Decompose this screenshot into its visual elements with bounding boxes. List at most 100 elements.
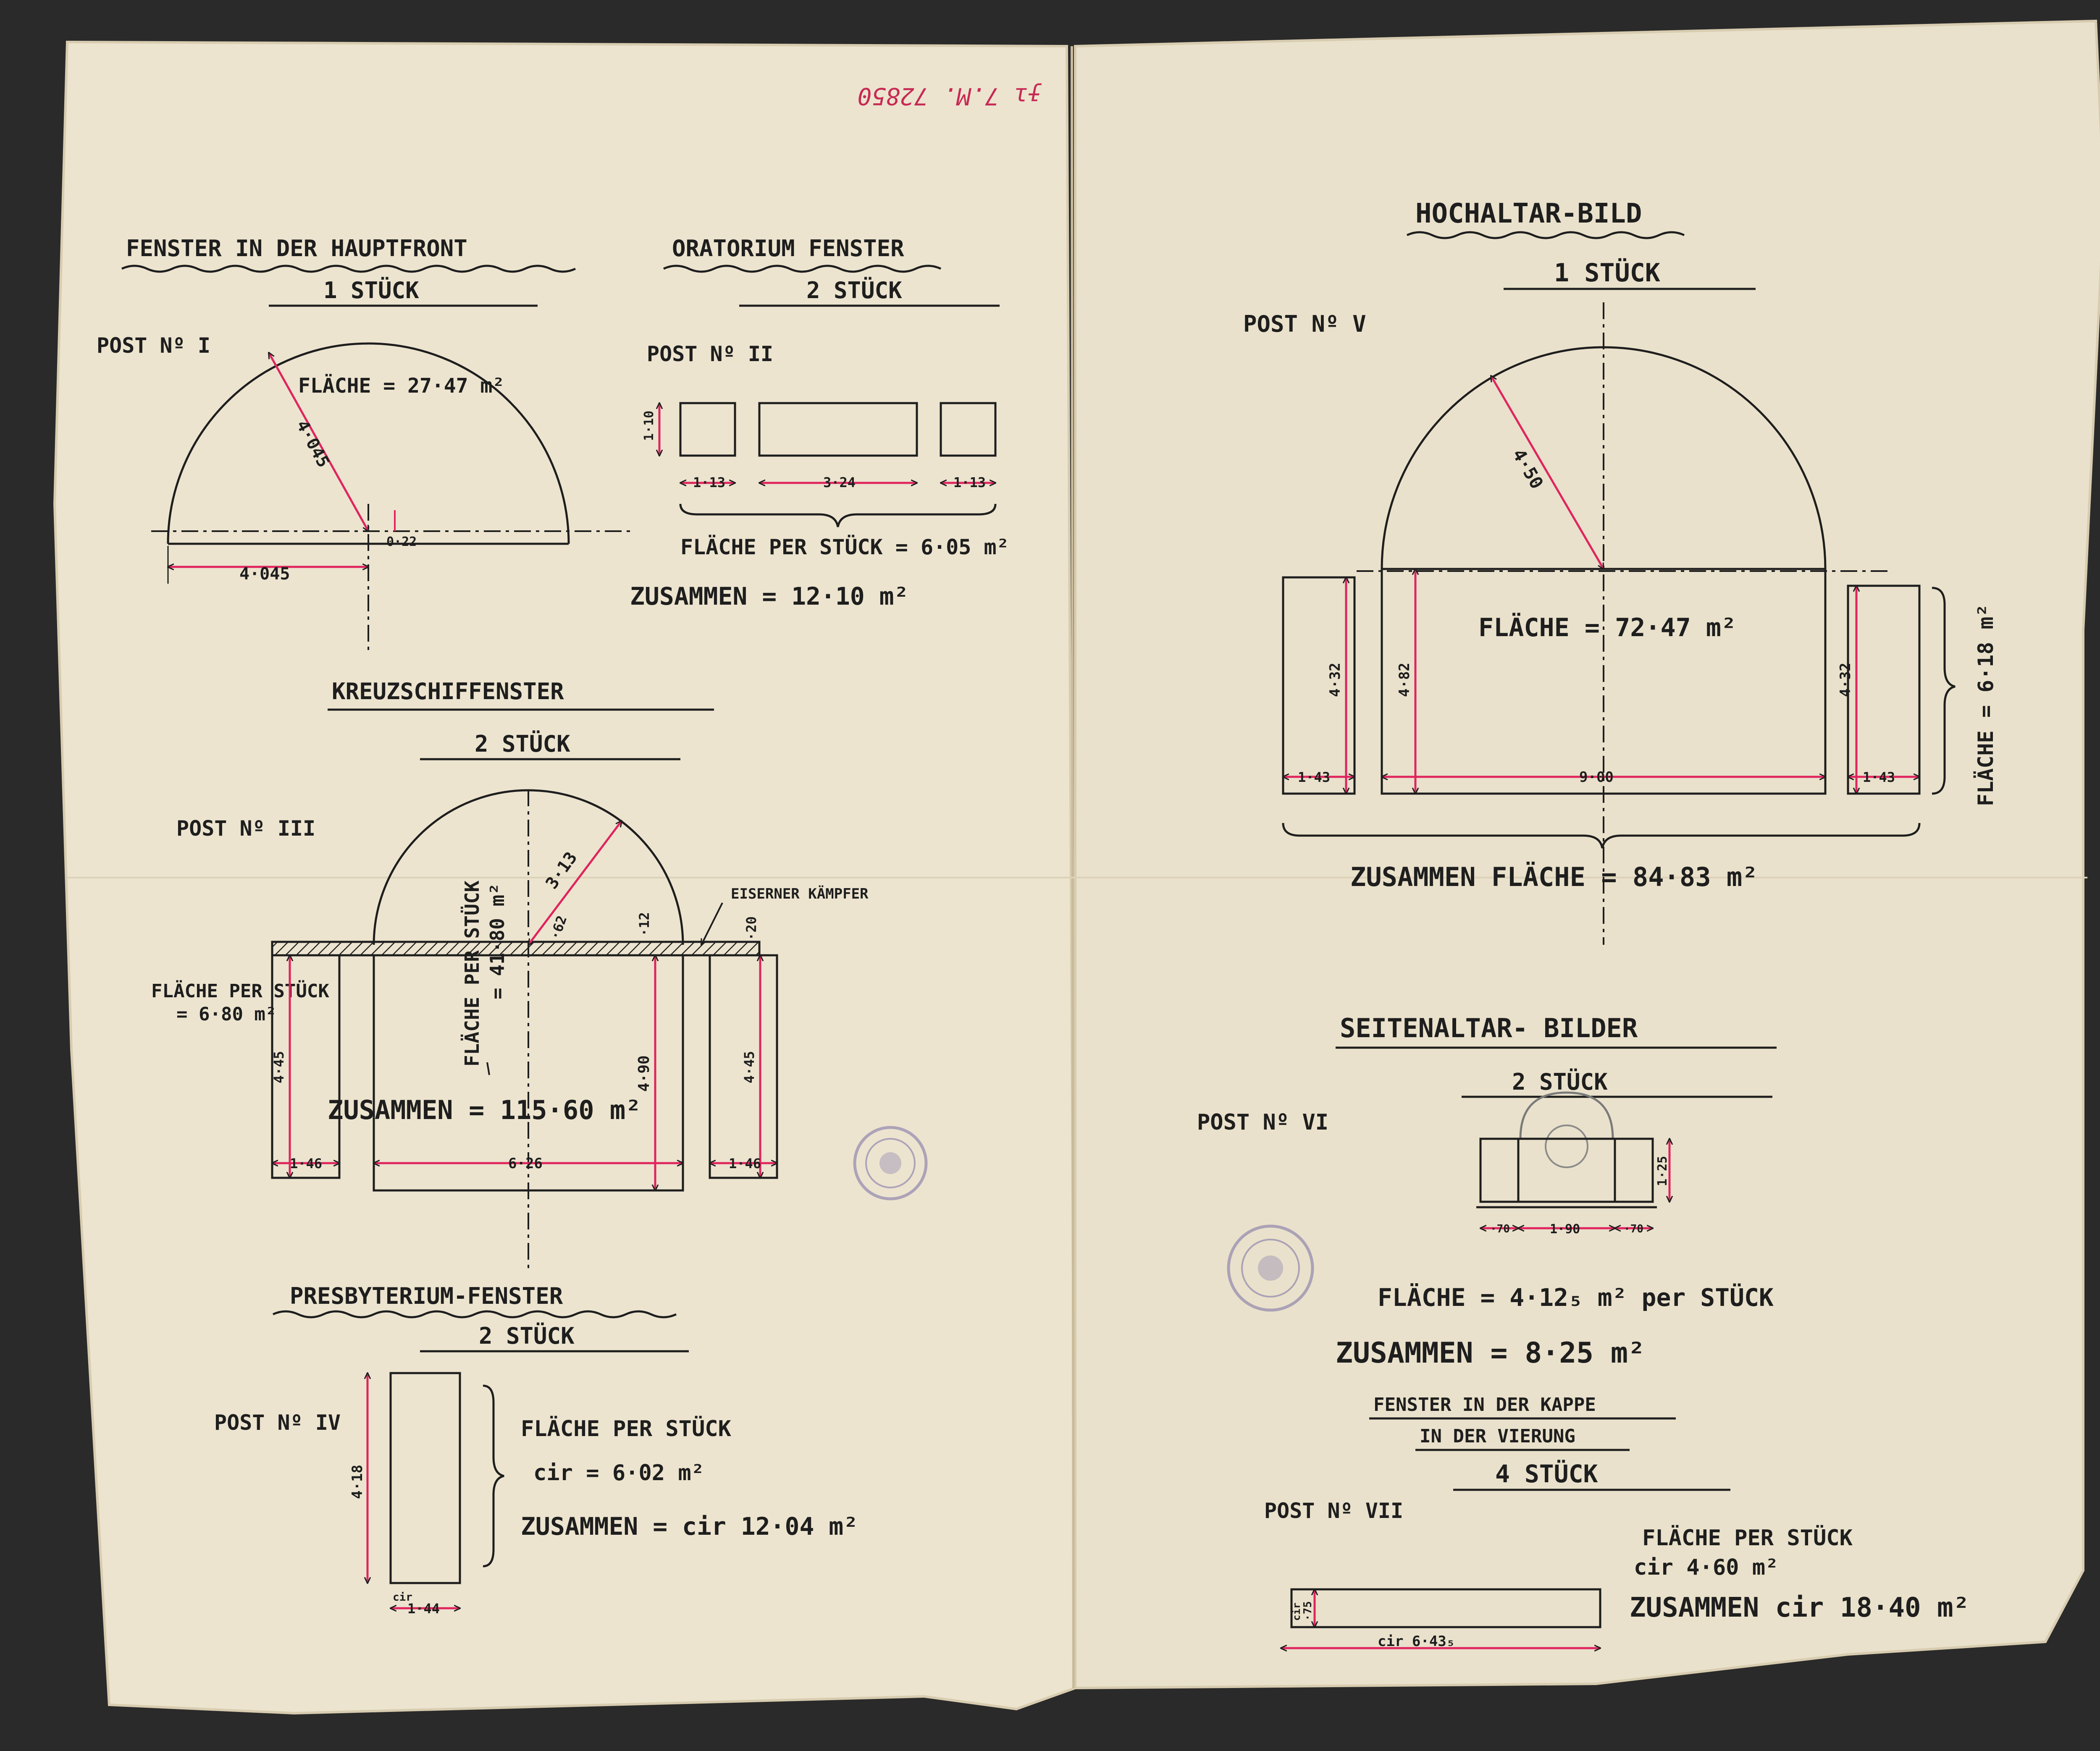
sec6-post: POST Nº VI [1197,1110,1328,1135]
sec3-kaempfer-bar [271,941,761,957]
sec3-h-center: 4·90 [635,1055,653,1092]
sec2-title: ORATORIUM FENSTER [672,235,904,262]
sec3-center-pane [373,954,684,1192]
sec6-total: ZUSAMMEN = 8·25 m² [1336,1337,1645,1370]
sec5-radius-line [1491,376,1604,569]
sec1-base-label: 4·045 [239,564,290,584]
sec4-total: ZUSAMMEN = cir 12·04 m² [521,1512,858,1541]
sec2-pane-2 [758,402,918,457]
sec5-h-left: 4·32 [1327,663,1344,697]
sec4-title-wave [272,1310,677,1318]
sec1-offset: 0·22 [386,535,417,549]
sec3-area-center-b: = 41·80 m² [486,883,509,999]
sec5-side-area: FLÄCHE = 6·18 m² [1974,604,1998,806]
sec5-area: FLÄCHE = 72·47 m² [1478,612,1736,642]
sec7-area-a: FLÄCHE PER STÜCK [1642,1525,1853,1551]
sec4-title: PRESBYTERIUM-FENSTER [290,1283,563,1309]
sec3-right-pane [709,954,778,1179]
stamp-left [853,1126,928,1201]
sec5-qty: 1 STÜCK [1554,258,1660,288]
sec3-title: KREUZSCHIFFENSTER [332,678,564,705]
sec5-w-left: 1·43 [1298,769,1330,785]
sec6-w2: 1·90 [1550,1222,1580,1237]
sec2-pane-1 [679,402,736,457]
sec4-width-b: 1·44 [407,1601,440,1617]
sec1-semicircle [167,342,570,544]
sec3-total: ZUSAMMEN = 115·60 m² [328,1095,641,1125]
stamp-right [1227,1224,1314,1312]
sec3-w-right: 1·46 [729,1156,761,1172]
sec6-title: SEITENALTAR- BILDER [1340,1013,1638,1043]
sec5-bottom-brace [1282,823,1921,849]
sec5-total: ZUSAMMEN FLÄCHE = 84·83 m² [1350,862,1758,892]
sec2-total: ZUSAMMEN = 12·10 m² [630,582,908,611]
sec7-width: cir 6·43₅ [1378,1633,1455,1650]
sec4-width-a: cir [393,1591,412,1604]
sec7-title-a: FENSTER IN DER KAPPE [1373,1394,1596,1415]
sec2-qty: 2 STÜCK [806,277,902,304]
section-kreuzschiff: KREUZSCHIFFENSTER 2 STÜCK POST Nº III EI… [151,678,869,1268]
sec2-height: 1·10 [642,411,656,441]
sec3-h-right: 4·45 [741,1051,757,1083]
sec2-w3: 1·13 [953,474,986,490]
sec6-sketch-head [1545,1125,1588,1168]
section-oratorium: ORATORIUM FENSTER 2 STÜCK POST Nº II 1·1… [630,235,1009,611]
sec6-w1: ·70 [1490,1223,1510,1235]
sec3-w-left: 1·46 [290,1156,322,1172]
sec4-height: 4·18 [349,1465,366,1499]
sec2-brace [679,503,997,527]
sec2-w2: 3·24 [823,474,856,490]
sec7-total: ZUSAMMEN cir 18·40 m² [1630,1592,1969,1623]
section-kappe: FENSTER IN DER KAPPE IN DER VIERUNG 4 ST… [1264,1394,1969,1650]
sec1-post: POST Nº I [97,333,210,358]
archive-note: ɟɿ 7.M. 72850 [858,82,1042,110]
sec3-qty: 2 STÜCK [475,731,570,757]
sec5-post: POST Nº V [1243,311,1366,337]
sec6-sketch-arch [1519,1091,1614,1139]
sec2-title-wave [663,265,942,273]
sec3-h-left: 4·45 [271,1051,287,1083]
sec4-area-b: cir = 6·02 m² [533,1460,704,1486]
sec7-post: POST Nº VII [1264,1499,1403,1523]
section-presbyterium: PRESBYTERIUM-FENSTER 2 STÜCK POST Nº IV … [214,1283,858,1617]
paper-right [1074,19,2100,1690]
sec3-area-side-a: FLÄCHE PER STÜCK [151,980,329,1002]
sec3-area-center-pointer [486,1062,490,1075]
sec6-height: 1·25 [1655,1156,1670,1186]
sec5-side-brace [1932,587,1956,795]
sec5-title-wave [1406,231,1685,239]
sec4-area-a: FLÄCHE PER STÜCK [521,1415,732,1442]
sec3-area-side-b: = 6·80 m² [176,1004,276,1025]
sec1-radius-line [269,353,368,531]
sec7-area-b: cir 4·60 m² [1634,1555,1778,1580]
sec5-title: HOCHALTAR-BILD [1415,198,1642,229]
sec5-w-center: 9·00 [1579,769,1614,786]
sec1-title-wave [121,265,576,273]
section-hauptfront: FENSTER IN DER HAUPTFRONT 1 STÜCK POST N… [97,235,630,655]
sec3-w-center: 6·26 [508,1155,543,1172]
sec5-right-pane [1847,585,1921,795]
sec3-d2: ·12 [636,912,652,936]
sec7-height-b: ·75 [1302,1601,1314,1621]
sec3-kaempfer: EISERNER KÄMPFER [731,885,869,902]
sec3-area-center-a: FLÄCHE PER STÜCK [461,881,483,1067]
sec7-pane [1290,1588,1601,1628]
sec2-w1: 1·13 [693,474,725,490]
sec5-left-pane [1282,576,1356,795]
sec4-brace [483,1384,504,1568]
sec6-area: FLÄCHE = 4·12₅ m² per STÜCK [1378,1283,1774,1312]
sec5-h-center: 4·82 [1396,663,1413,697]
sec5-w-right: 1·43 [1863,769,1895,785]
sec4-post: POST Nº IV [214,1410,341,1435]
sec6-qty: 2 STÜCK [1512,1069,1608,1095]
section-seitenaltar: SEITENALTAR- BILDER 2 STÜCK POST Nº VI 1… [1197,1013,1777,1370]
sec5-h-right: 4·32 [1837,663,1854,697]
sec3-d3: ·20 [743,916,759,941]
sec7-title-b: IN DER VIERUNG [1420,1426,1575,1447]
sec7-qty: 4 STÜCK [1495,1459,1598,1488]
sec3-radius-line [528,821,622,945]
sec1-qty: 1 STÜCK [323,277,419,304]
sec6-w3: ·70 [1624,1223,1643,1235]
sec6-right-pane [1614,1138,1654,1203]
